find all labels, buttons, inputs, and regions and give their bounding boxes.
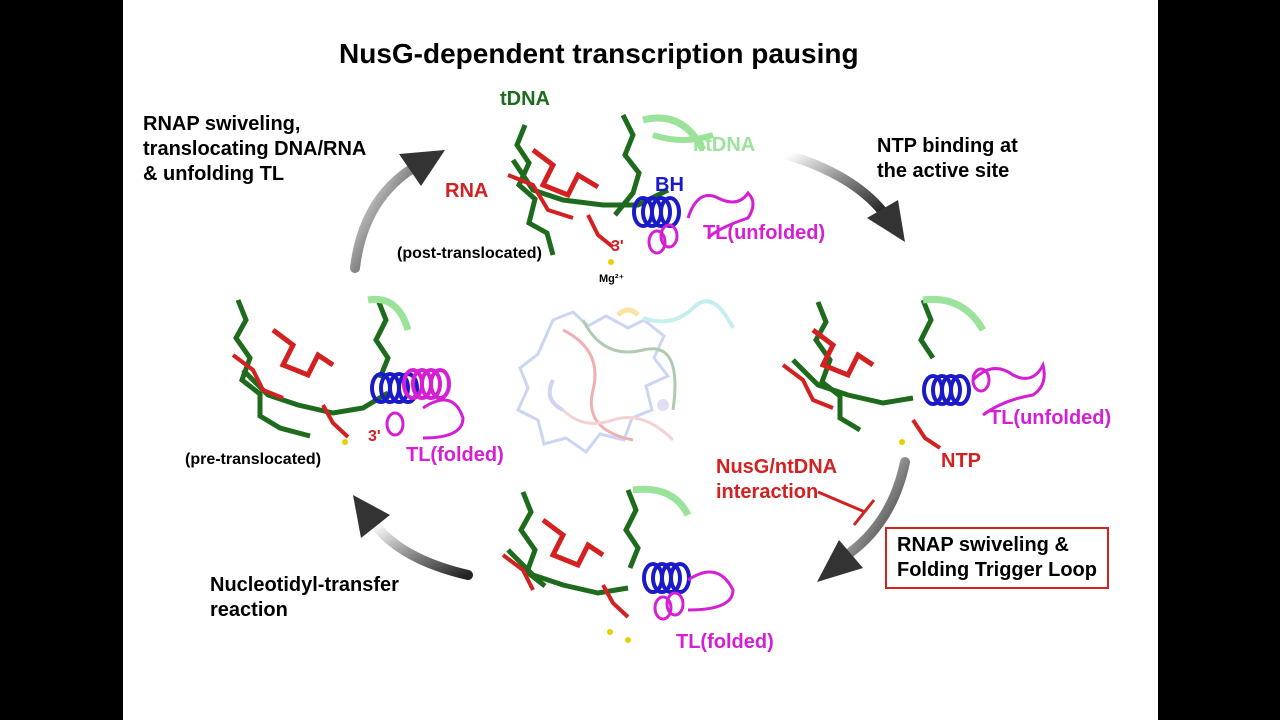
diagram-graphics (231, 113, 1046, 643)
label-3prime-left: 3' (368, 428, 381, 445)
label-pre-translocated: (pre-translocated) (185, 451, 322, 468)
slide: NusG-dependent transcription pausing RNA… (123, 0, 1158, 720)
step-nucleotidyl-transfer-text: Nucleotidyl-transfer reaction (210, 574, 399, 621)
inhibition-symbol (817, 490, 876, 526)
boxed-step-folding-text: RNAP swiveling & Folding Trigger Loop (885, 527, 1109, 589)
label-ntp: NTP (941, 450, 981, 472)
cycle-arrow-bottom-right (817, 457, 910, 582)
label-tl-folded-left: TL(folded) (406, 444, 504, 466)
label-tl-unfolded-right: TL(unfolded) (989, 407, 1112, 429)
label-bh: BH (655, 174, 684, 196)
label-rna: RNA (445, 180, 489, 202)
step-ntp-binding-text: NTP binding at the active site (877, 135, 1018, 182)
label-3prime-top: 3' (611, 238, 624, 255)
cycle-arrow-bottom-left (353, 495, 473, 580)
label-tl-folded-bottom: TL(folded) (676, 631, 774, 653)
label-tdna: tDNA (500, 88, 550, 110)
step-translocation-text: RNAP swiveling, translocating DNA/RNA & … (143, 113, 367, 185)
label-ntdna: ntDNA (693, 134, 756, 156)
central-rnap-structure (516, 299, 735, 455)
cycle-arrow-top-right (783, 150, 905, 242)
label-mg-ion: Mg²⁺ (599, 273, 625, 285)
structure-right (781, 295, 1046, 450)
structure-bottom (501, 485, 735, 643)
nusg-ntdna-interaction-text: NusG/ntDNA interaction (716, 456, 838, 503)
diagram-title: NusG-dependent transcription pausing (339, 38, 859, 69)
label-post-translocated: (post-translocated) (397, 245, 542, 262)
label-tl-unfolded-top: TL(unfolded) (703, 222, 826, 244)
structure-left (231, 295, 465, 445)
cycle-arrow-top-left (350, 150, 445, 273)
structure-top (507, 113, 755, 265)
